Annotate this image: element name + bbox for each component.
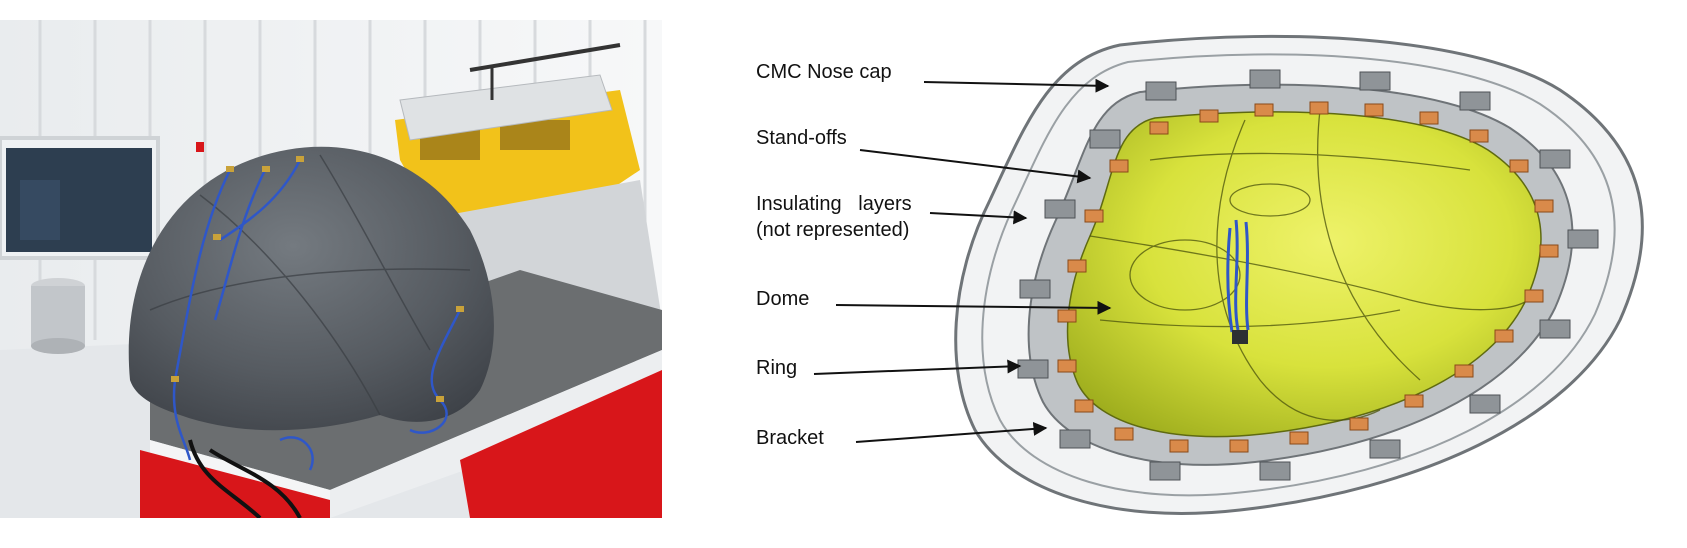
wall-sign <box>196 142 204 152</box>
dome-panel-lines <box>149 154 471 416</box>
dome-panel-lines <box>1089 109 1526 421</box>
label-bracket: Bracket <box>756 427 824 449</box>
dome <box>1066 111 1542 438</box>
callout-arrows <box>813 78 1112 443</box>
label-cmc-nose-cap: CMC Nose cap <box>756 61 892 83</box>
stand-offs <box>1057 101 1559 453</box>
dome-sensor <box>1232 330 1248 344</box>
brackets <box>1017 69 1599 481</box>
label-dome: Dome <box>756 288 810 310</box>
ring <box>1027 83 1574 466</box>
label-stand-offs: Stand-offs <box>756 127 847 149</box>
photo-scene <box>0 20 662 518</box>
label-insulating-layers: Insulating layers <box>756 193 912 215</box>
red-base <box>140 450 330 518</box>
dome-cables <box>1226 219 1250 333</box>
metal-drum <box>31 286 85 346</box>
test-article-photo <box>0 20 662 518</box>
cmc-shell <box>954 34 1644 515</box>
grey-dome <box>128 146 494 431</box>
sensor-clips <box>171 156 464 402</box>
label-not-represented: (not represented) <box>756 219 910 241</box>
label-ring: Ring <box>756 357 798 379</box>
